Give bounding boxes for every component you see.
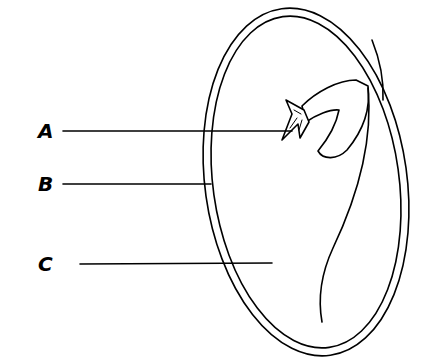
seed-coat-outer: [182, 0, 423, 363]
plumule: [282, 100, 309, 140]
seed-coat-line: [372, 40, 383, 100]
radicle: [302, 80, 369, 158]
part-label: A: [38, 121, 53, 141]
leader-line: [80, 263, 272, 264]
part-label: B: [38, 174, 53, 194]
leader-line: [63, 183, 211, 185]
part-label: C: [38, 254, 53, 274]
seed-coat-inner: [191, 4, 422, 361]
leader-line: [63, 130, 292, 132]
cotyledon-edge: [320, 88, 369, 322]
